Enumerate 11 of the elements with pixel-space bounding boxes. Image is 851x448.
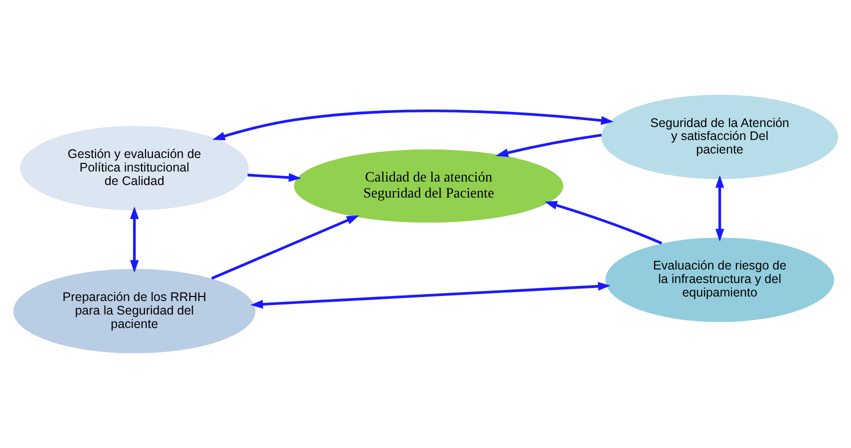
- arrow: [715, 175, 724, 242]
- arrow: [250, 282, 611, 309]
- node-ellipse: Gestión y evaluación de Política institucional de Calidad: [20, 126, 249, 210]
- node-ellipse: Evaluación de riesgo de la infraestructura y del equipamiento: [605, 238, 834, 322]
- arrow: [130, 206, 139, 273]
- arrow: [211, 215, 360, 280]
- arrow: [247, 173, 302, 182]
- arrow: [544, 201, 662, 244]
- arrow: [496, 134, 602, 158]
- arrow: [212, 110, 614, 140]
- node-ellipse: Preparación de los RRHH para la Seguridad del paciente: [13, 268, 256, 354]
